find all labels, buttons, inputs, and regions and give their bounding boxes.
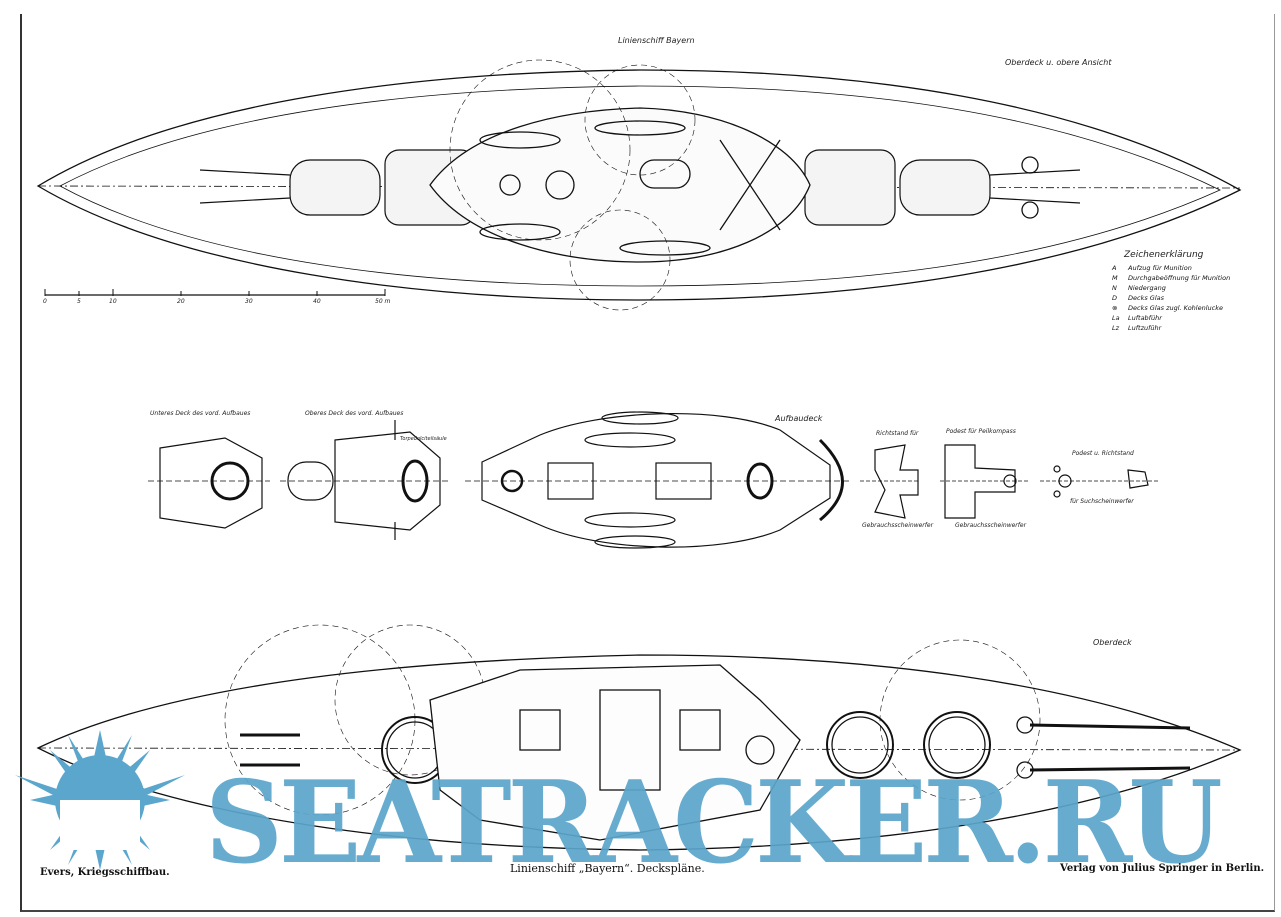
aufbaudeck-outline (481, 412, 831, 548)
scale-tick-50: 50 m (375, 298, 391, 305)
scale-tick-10: 10 (109, 298, 117, 305)
watermark-sun-icon (15, 730, 185, 870)
compass-pedestal-sub: Gebrauchsscheinwerfer (955, 522, 1027, 529)
scale-tick-30: 30 (245, 298, 253, 305)
plate-border (20, 14, 1275, 912)
upper-forward-deck-label: Oberes Deck des vord. Aufbaues (305, 410, 404, 417)
scale-tick-5: 5 (77, 298, 81, 305)
footer-publisher: Verlag von Julius Springer in Berlin. (1060, 863, 1265, 874)
scale-ticks (44, 289, 386, 296)
scale-tick-40: 40 (313, 298, 321, 305)
pedestal-stand-sub: für Suchscheinwerfer (1070, 498, 1134, 505)
compass-pedestal-label: Podest für Peilkompass (946, 428, 1016, 435)
legend-title: Zeichenerklärung (1124, 250, 1204, 260)
legend-item: ⊗Decks Glas zugl. Kohlenlucke (1112, 304, 1223, 312)
footer-title: Linienschiff „Bayern“. Deckspläne. (510, 862, 705, 875)
pedestal-stand-label: Podest u. Richtstand (1072, 450, 1134, 457)
aufbaudeck-label: Aufbaudeck (775, 414, 823, 423)
lower-forward-deck-label: Unteres Deck des vord. Aufbaues (150, 410, 251, 417)
watermark-text: SEATRACKER.RU (205, 756, 1223, 890)
bottom-view-label: Oberdeck (1093, 638, 1132, 647)
top-view-label: Oberdeck u. obere Ansicht (1005, 58, 1112, 67)
searchlight-stand-sub: Gebrauchsscheinwerfer (862, 522, 934, 529)
scale-tick-20: 20 (177, 298, 185, 305)
torpedo-label: Torpedolciteilsäule (400, 436, 447, 442)
footer-author: Evers, Kriegsschiffbau. (40, 867, 170, 878)
top-title: Linienschiff Bayern (618, 36, 695, 45)
searchlight-stand-label: Richtstand für (876, 430, 919, 437)
upper-forward-deck-outline (334, 431, 441, 531)
lower-forward-deck-outline (159, 437, 263, 529)
scale-tick-0: 0 (43, 298, 47, 305)
top-hull-outline (36, 69, 1242, 301)
